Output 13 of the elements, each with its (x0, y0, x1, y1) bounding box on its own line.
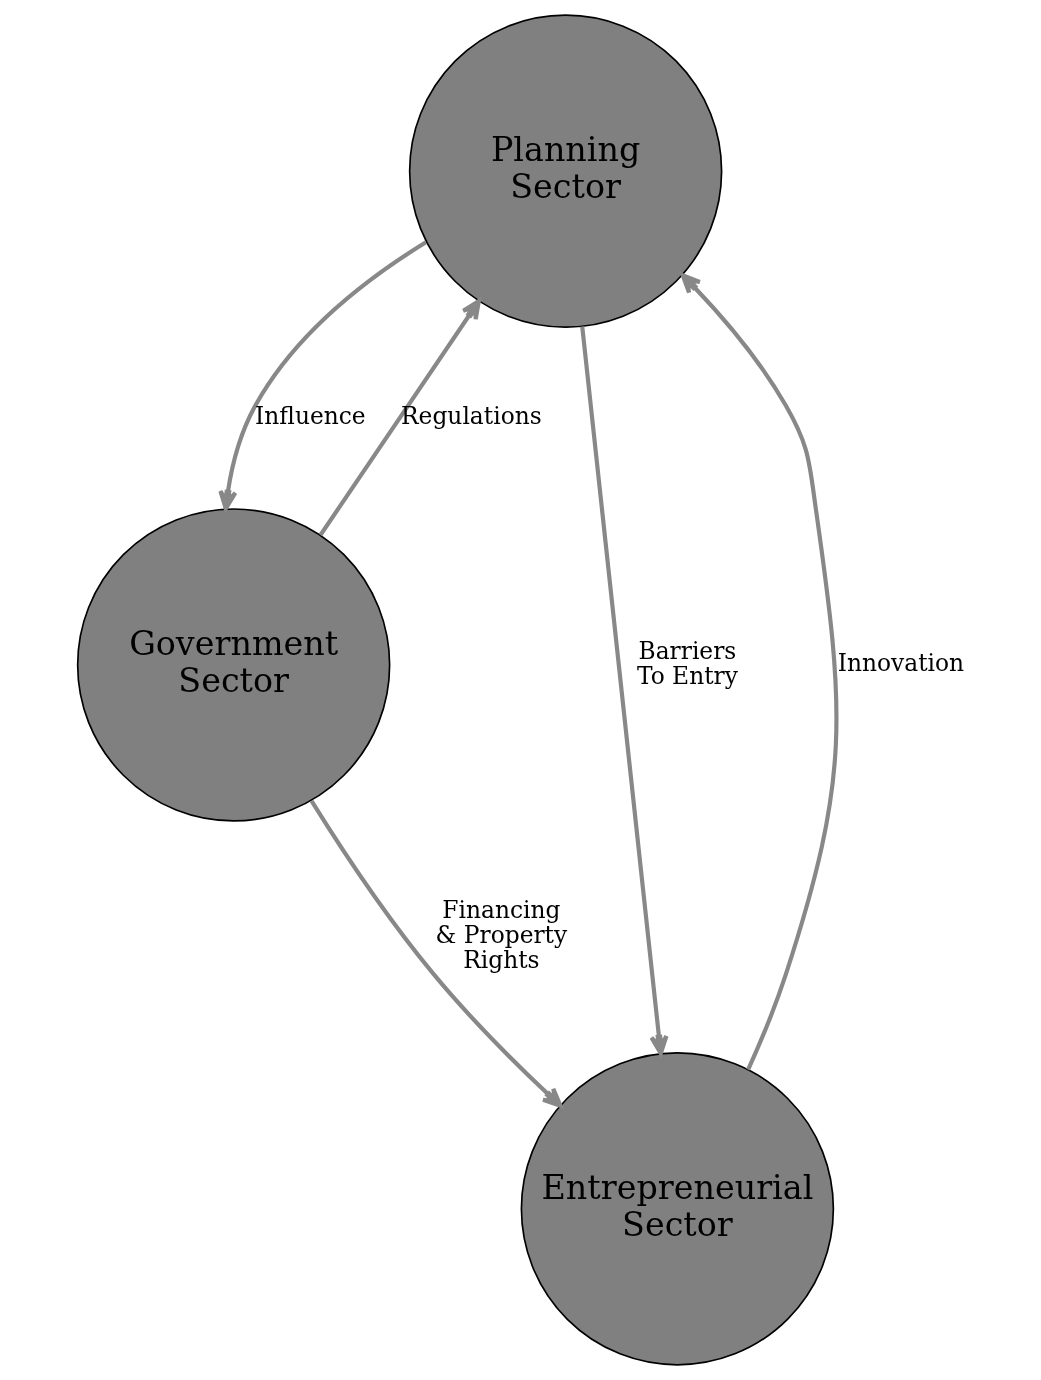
edge-label: Innovation (837, 649, 964, 678)
node-circle: Entrepreneurial Sector (520, 1052, 834, 1366)
edge-label: Influence (254, 402, 366, 431)
arrow (579, 326, 669, 1056)
edge-label: Barriers To Entry (636, 636, 738, 690)
arrow (318, 299, 481, 537)
node-circle: Planning Sector (408, 14, 722, 328)
edge-label: Regulations (400, 402, 542, 431)
arrow (680, 273, 838, 1071)
arrow (217, 240, 427, 511)
arrow (309, 799, 562, 1108)
edge-label: Financing & Property Rights (435, 896, 567, 975)
node-circle: Government Sector (76, 508, 390, 822)
